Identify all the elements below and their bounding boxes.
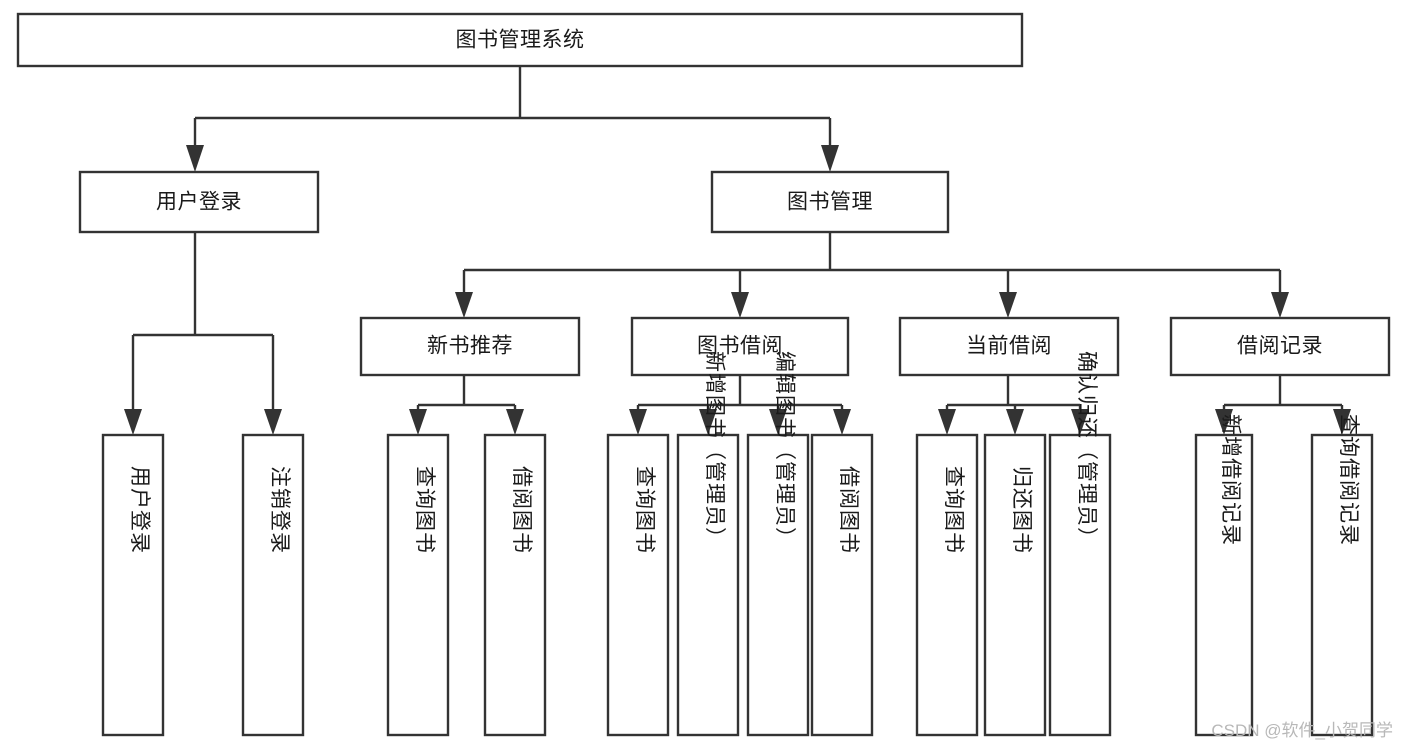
node-book-borrow-box[interactable] [630, 316, 850, 377]
node-book-manage-label: 图书管理 [787, 191, 873, 214]
arrow-to-leaf-add-record [1215, 409, 1233, 435]
node-user-login-label: 用户登录 [156, 191, 242, 214]
node-leaf-confirm-return-box[interactable] [1048, 433, 1112, 737]
arrow-to-leaf-query-book-3 [938, 409, 956, 435]
node-book-manage[interactable]: 图书管理 [710, 170, 950, 234]
node-leaf-confirm-return-label: 确认归还（管理员） [1075, 351, 1098, 549]
node-root-box[interactable] [16, 12, 1024, 68]
node-user-login[interactable]: 用户登录 [78, 170, 320, 234]
node-leaf-borrow-book-2-label: 借阅图书 [837, 466, 860, 554]
node-leaf-return-book[interactable]: 归还图书 [983, 433, 1047, 737]
node-leaf-query-book-2-label: 查询图书 [633, 466, 656, 554]
node-leaf-user-login[interactable]: 用户登录 [101, 433, 165, 737]
node-book-manage-box[interactable] [710, 170, 950, 234]
node-leaf-return-book-box[interactable] [983, 433, 1047, 737]
node-leaf-query-record[interactable]: 查询借阅记录 [1310, 414, 1374, 737]
node-leaf-confirm-return[interactable]: 确认归还（管理员） [1048, 351, 1112, 737]
node-current-borrow-label: 当前借阅 [966, 335, 1052, 358]
arrow-to-current-borrow [999, 292, 1017, 318]
node-new-book-rec[interactable]: 新书推荐 [359, 316, 581, 377]
node-current-borrow[interactable]: 当前借阅 [898, 316, 1120, 377]
node-leaf-query-record-label: 查询借阅记录 [1337, 414, 1360, 546]
node-leaf-add-record-box[interactable] [1194, 433, 1254, 737]
node-leaf-query-book-1-box[interactable] [386, 433, 450, 737]
node-leaf-query-book-2[interactable]: 查询图书 [606, 433, 670, 737]
node-user-login-box[interactable] [78, 170, 320, 234]
arrow-to-book-manage [821, 145, 839, 172]
node-leaf-return-book-label: 归还图书 [1010, 466, 1033, 554]
node-leaf-user-login-box[interactable] [101, 433, 165, 737]
node-leaf-borrow-book-2[interactable]: 借阅图书 [810, 433, 874, 737]
watermark: CSDN @软件_小贺同学 [1211, 721, 1393, 740]
node-leaf-add-record-label: 新增借阅记录 [1219, 414, 1242, 546]
node-leaf-query-book-3-label: 查询图书 [942, 466, 965, 554]
node-borrow-record-box[interactable] [1169, 316, 1391, 377]
node-root[interactable]: 图书管理系统 [16, 12, 1024, 68]
arrow-to-leaf-borrow-book-1 [506, 409, 524, 435]
arrow-to-leaf-borrow-book-2 [833, 409, 851, 435]
node-leaf-borrow-book-2-box[interactable] [810, 433, 874, 737]
arrow-to-new-book-rec [455, 292, 473, 318]
node-leaf-edit-book[interactable]: 编辑图书（管理员） [746, 351, 810, 737]
node-borrow-record[interactable]: 借阅记录 [1169, 316, 1391, 377]
node-leaf-add-book-box[interactable] [676, 433, 740, 737]
node-leaf-query-record-box[interactable] [1310, 433, 1374, 737]
arrow-to-leaf-add-book [699, 409, 717, 435]
arrow-to-borrow-record [1271, 292, 1289, 318]
node-leaf-borrow-book-1[interactable]: 借阅图书 [483, 433, 547, 737]
node-book-borrow[interactable]: 图书借阅 [630, 316, 850, 377]
node-book-borrow-label: 图书借阅 [697, 335, 783, 358]
node-current-borrow-box[interactable] [898, 316, 1120, 377]
node-leaf-query-book-2-box[interactable] [606, 433, 670, 737]
node-leaf-borrow-book-1-box[interactable] [483, 433, 547, 737]
arrow-to-leaf-user-login [124, 409, 142, 435]
arrow-to-leaf-query-book-2 [629, 409, 647, 435]
node-leaf-edit-book-label: 编辑图书（管理员） [773, 351, 796, 549]
node-leaf-add-book-label: 新增图书（管理员） [703, 351, 726, 549]
node-leaf-borrow-book-1-label: 借阅图书 [510, 466, 533, 554]
arrow-to-leaf-confirm-return [1071, 409, 1089, 435]
arrow-to-leaf-query-book-1 [409, 409, 427, 435]
node-leaf-logout-label: 注销登录 [268, 466, 291, 554]
node-leaf-add-record[interactable]: 新增借阅记录 [1194, 414, 1254, 737]
node-borrow-record-label: 借阅记录 [1237, 335, 1323, 358]
node-new-book-rec-label: 新书推荐 [427, 335, 513, 358]
node-leaf-query-book-3[interactable]: 查询图书 [915, 433, 979, 737]
node-leaf-logout[interactable]: 注销登录 [241, 433, 305, 737]
arrow-to-leaf-return-book [1006, 409, 1024, 435]
node-leaf-add-book[interactable]: 新增图书（管理员） [676, 351, 740, 737]
arrow-to-leaf-edit-book [769, 409, 787, 435]
arrow-to-leaf-query-record [1333, 409, 1351, 435]
arrow-to-user-login [186, 145, 204, 172]
node-leaf-query-book-1[interactable]: 查询图书 [386, 433, 450, 737]
arrow-to-book-borrow [731, 292, 749, 318]
node-leaf-query-book-1-label: 查询图书 [413, 466, 436, 554]
node-new-book-rec-box[interactable] [359, 316, 581, 377]
node-root-label: 图书管理系统 [456, 29, 585, 52]
node-leaf-edit-book-box[interactable] [746, 433, 810, 737]
node-leaf-query-book-3-box[interactable] [915, 433, 979, 737]
node-leaf-logout-box[interactable] [241, 433, 305, 737]
connector-layer [124, 66, 1351, 435]
node-leaf-user-login-label: 用户登录 [128, 466, 151, 554]
arrow-to-leaf-logout [264, 409, 282, 435]
